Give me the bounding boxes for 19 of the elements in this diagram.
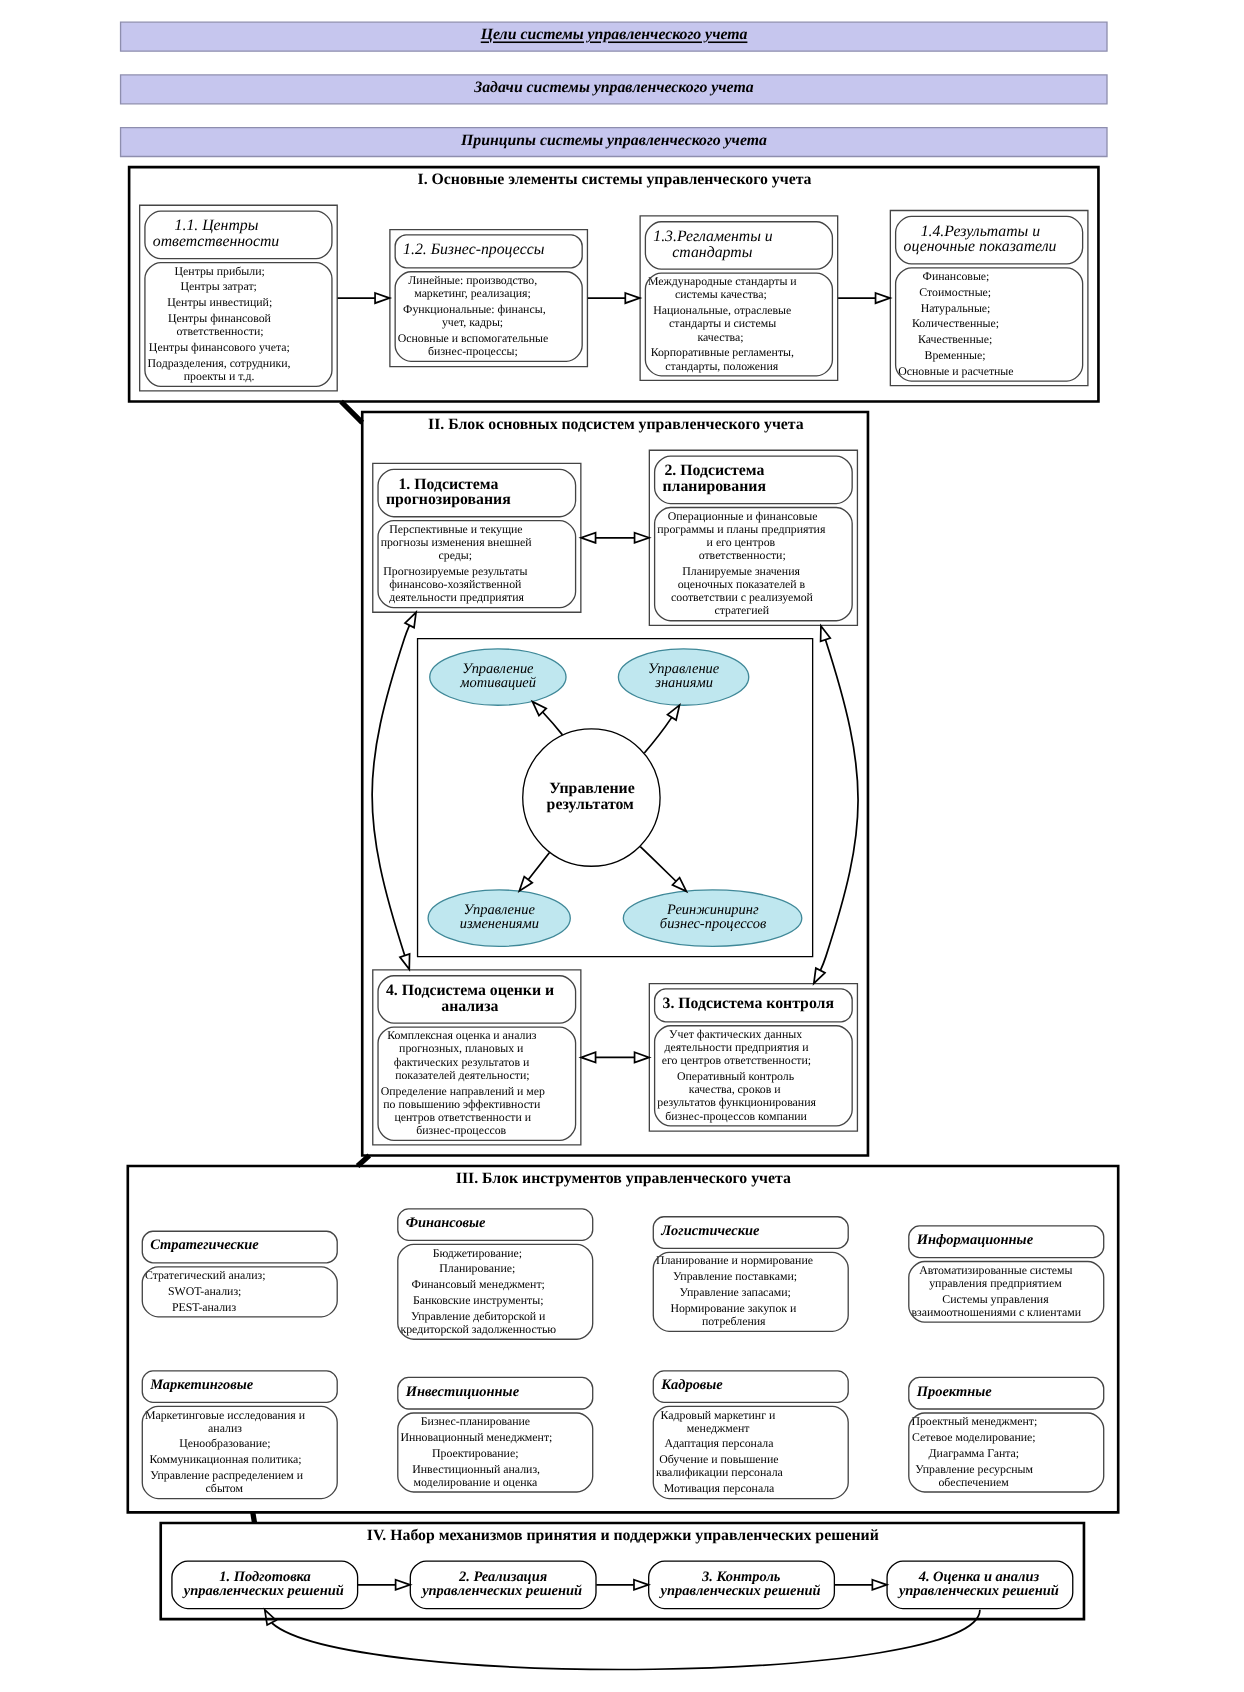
- arrow: [642, 702, 680, 754]
- arrow: [356, 1578, 412, 1592]
- arrow: [577, 1051, 651, 1064]
- arrow: [594, 1578, 651, 1592]
- arrow: [335, 291, 392, 305]
- connector: [338, 399, 364, 425]
- arrow: [262, 1607, 980, 1671]
- arrow: [836, 291, 892, 305]
- arrow: [516, 851, 550, 894]
- arrow: [811, 623, 858, 986]
- arrow: [586, 291, 642, 305]
- connector: [354, 1153, 370, 1168]
- connector: [249, 1511, 257, 1524]
- arrow: [370, 610, 417, 972]
- arrow: [577, 531, 651, 545]
- cluster: [415, 637, 813, 958]
- arrow: [832, 1578, 889, 1592]
- arrow: [638, 845, 688, 894]
- arrow: [529, 699, 563, 736]
